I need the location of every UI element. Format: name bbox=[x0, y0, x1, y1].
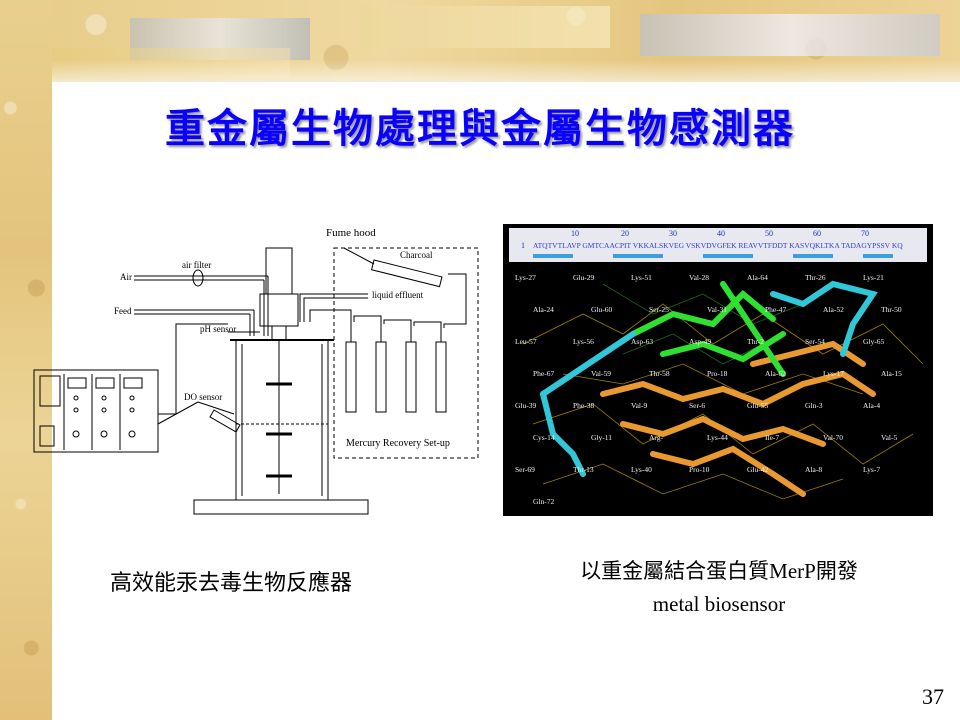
residue-label: Glu-42 bbox=[747, 465, 768, 474]
sequence-text: ATQTVTLAVP GMTCAACPIT VKKALSKVEG VSKVDVG… bbox=[533, 241, 903, 250]
residue-label: Asp-49 bbox=[689, 337, 711, 346]
top-decoration-strip bbox=[360, 6, 610, 48]
page-number: 37 bbox=[922, 684, 944, 709]
residue-label: Lys-17 bbox=[823, 369, 844, 378]
residue-label: Thr-13 bbox=[573, 465, 594, 474]
residue-label: Val-31 bbox=[707, 305, 727, 314]
residue-label: Thr-26 bbox=[805, 273, 826, 282]
residue-label: Val-5 bbox=[881, 433, 897, 442]
residue-label: Ile-7 bbox=[765, 433, 779, 442]
charcoal-label: Charcoal bbox=[400, 250, 433, 260]
residue-label: Lys-27 bbox=[515, 273, 536, 282]
residue-label: Ser-69 bbox=[515, 465, 535, 474]
residue-label: Val-70 bbox=[823, 433, 843, 442]
residue-label: Ala-24 bbox=[533, 305, 554, 314]
sequence-number: 40 bbox=[717, 229, 725, 238]
residue-label: Thr-58 bbox=[649, 369, 670, 378]
residue-label: Ala-62 bbox=[765, 369, 786, 378]
top-decoration-strip bbox=[640, 14, 940, 56]
sequence-number: 60 bbox=[813, 229, 821, 238]
residue-label: Pro-10 bbox=[689, 465, 710, 474]
do-sensor-label: DO sensor bbox=[184, 392, 222, 402]
residue-label: Ser-25 bbox=[649, 305, 669, 314]
residue-label: Lys-51 bbox=[631, 273, 652, 282]
residue-label: Glu-60 bbox=[591, 305, 612, 314]
liquid-effluent-label: liquid effluent bbox=[372, 290, 424, 300]
residue-label: Lys-40 bbox=[631, 465, 652, 474]
biosensor-caption: 以重金屬結合蛋白質MerP開發 metal biosensor bbox=[505, 555, 933, 621]
slide-title: 重金屬生物處理與金屬生物感測器 bbox=[165, 106, 795, 152]
residue-label: Leu-57 bbox=[515, 337, 537, 346]
residue-label: Ser-54 bbox=[805, 337, 825, 346]
residue-label: Gln-3 bbox=[805, 401, 823, 410]
residue-label: Gly-65 bbox=[863, 337, 884, 346]
residue-label: Phe-47 bbox=[765, 305, 786, 314]
residue-label: Val-59 bbox=[591, 369, 611, 378]
air-label: Air bbox=[120, 272, 132, 282]
residue-label: Ala-15 bbox=[881, 369, 902, 378]
residue-label: Lys-56 bbox=[573, 337, 594, 346]
biosensor-caption-line1: 以重金屬結合蛋白質MerP開發 bbox=[580, 559, 858, 583]
residue-label: Lys-7 bbox=[863, 465, 880, 474]
top-fade bbox=[52, 60, 960, 100]
mercury-recovery-label: Mercury Recovery Set-up bbox=[346, 438, 450, 449]
sequence-number: 50 bbox=[765, 229, 773, 238]
residue-label: Ala-4 bbox=[863, 401, 880, 410]
residue-label: Ala-64 bbox=[747, 273, 768, 282]
biosensor-caption-line2: metal biosensor bbox=[652, 592, 786, 616]
residue-label: Gly-11 bbox=[591, 433, 612, 442]
feed-label: Feed bbox=[114, 306, 132, 316]
residue-label: Lys-21 bbox=[863, 273, 884, 282]
residue-label: Ala-52 bbox=[823, 305, 844, 314]
residue-label: Thr-2 bbox=[747, 337, 764, 346]
sequence-number: 10 bbox=[571, 229, 579, 238]
residue-label: Arg- bbox=[649, 433, 664, 442]
residue-label: Ser-6 bbox=[689, 401, 705, 410]
residue-label: Phe-67 bbox=[533, 369, 554, 378]
residue-label: Glu-55 bbox=[747, 401, 768, 410]
left-decoration bbox=[0, 0, 52, 720]
residue-label: Thr-50 bbox=[881, 305, 902, 314]
bioreactor-caption: 高效能汞去毒生物反應器 bbox=[110, 571, 353, 596]
residue-label: Glu-39 bbox=[515, 401, 536, 410]
residue-label: Val-28 bbox=[689, 273, 709, 282]
residue-label: Gln-72 bbox=[533, 497, 554, 506]
residue-label: Pro-18 bbox=[707, 369, 728, 378]
merp-protein-structure: 1 10 20 30 40 50 60 70 ATQTVTLAVP GMTCAACPIT VK… bbox=[503, 224, 933, 516]
residue-label: Cys-14 bbox=[533, 433, 555, 442]
fume-hood-label: Fume hood bbox=[326, 227, 376, 239]
air-filter-label: air filter bbox=[182, 260, 211, 270]
residue-label: Val-9 bbox=[631, 401, 647, 410]
residue-label: Lys-44 bbox=[707, 433, 728, 442]
residue-label: Phe-38 bbox=[573, 401, 594, 410]
residue-label: Glu-29 bbox=[573, 273, 594, 282]
ph-sensor-label: pH sensor bbox=[200, 324, 236, 334]
sequence-number: 30 bbox=[669, 229, 677, 238]
residue-label: Asp-63 bbox=[631, 337, 653, 346]
sequence-number: 20 bbox=[621, 229, 629, 238]
sequence-number: 1 bbox=[521, 241, 525, 250]
sequence-number: 70 bbox=[861, 229, 869, 238]
bioreactor-diagram: Fume hood Charcoal air filter Air Feed l… bbox=[33, 227, 479, 515]
residue-label: Ala-8 bbox=[805, 465, 822, 474]
